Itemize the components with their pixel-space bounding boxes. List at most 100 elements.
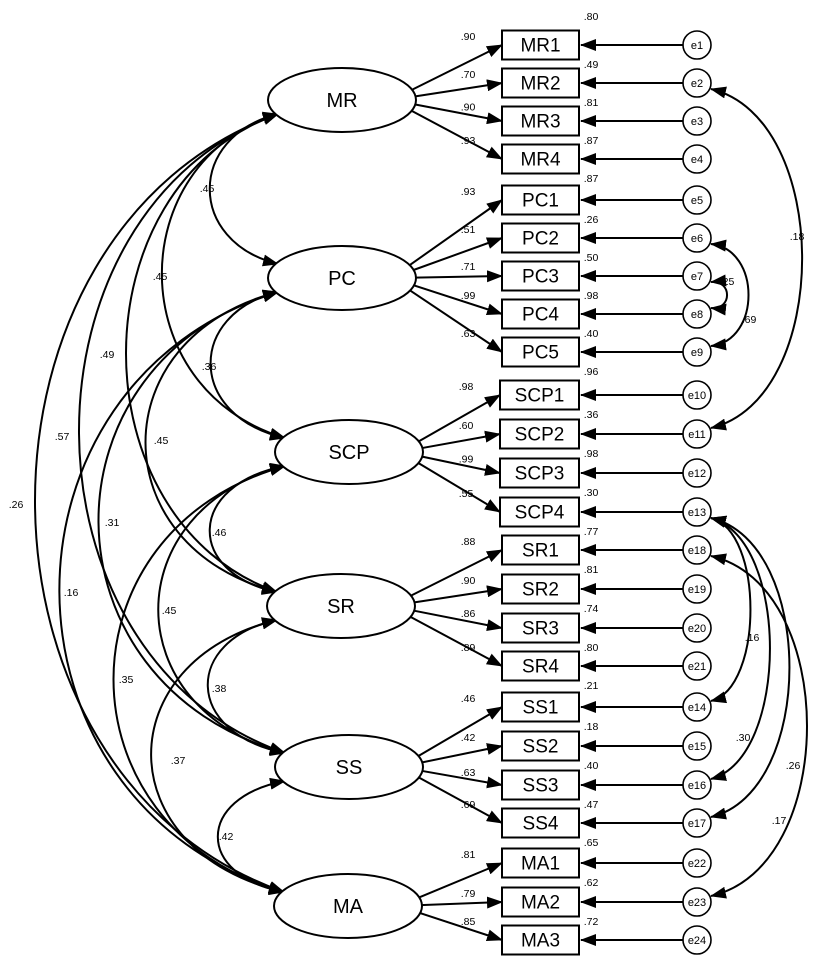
- correlation-mr-pc: [208, 111, 279, 267]
- indicator-label: SCP4: [515, 503, 565, 524]
- latent-label: PC: [328, 268, 356, 290]
- correlation-ss-ma: [217, 777, 286, 896]
- indicator-label: SCP3: [515, 464, 565, 485]
- loading-path-mr3: [407, 102, 503, 125]
- indicator-box-mr3: [501, 105, 580, 137]
- r-squared-value: .98: [584, 448, 599, 460]
- error-label: e22: [688, 858, 706, 870]
- indicator-label: MR2: [520, 74, 560, 95]
- latent-label: SCP: [328, 442, 369, 464]
- correlation-value: .49: [100, 349, 115, 361]
- indicator-label: SCP1: [515, 386, 565, 407]
- error-node-e9: [682, 337, 712, 367]
- correlation-value: .37: [171, 755, 186, 767]
- loading-value: .55: [459, 488, 474, 500]
- loading-path-ss1: [414, 706, 503, 759]
- r-squared-value: .40: [584, 760, 599, 772]
- loading-value: .69: [461, 799, 476, 811]
- indicator-box-mr2: [501, 67, 580, 99]
- r-squared-value: .18: [584, 721, 599, 733]
- correlation-value: .45: [153, 271, 168, 283]
- correlation-value: .38: [212, 683, 227, 695]
- indicator-box-ma3: [501, 924, 580, 956]
- error-label: e16: [688, 780, 706, 792]
- loading-path-ma1: [413, 862, 503, 901]
- indicator-label: PC1: [522, 191, 559, 212]
- loading-path-mr2: [407, 79, 503, 99]
- covariance-value: .16: [745, 632, 760, 644]
- error-label: e5: [691, 195, 703, 207]
- correlation-mr-ss: [78, 113, 286, 754]
- error-label: e1: [691, 40, 703, 52]
- indicator-label: MA1: [521, 854, 560, 875]
- correlation-sr-ss: [206, 617, 286, 756]
- loading-path-sr4: [406, 614, 503, 667]
- correlation-pc-ma: [58, 290, 285, 894]
- error-label: e17: [688, 818, 706, 830]
- error-covariance-e18-e23: [710, 553, 808, 899]
- indicator-box-mr1: [501, 29, 580, 61]
- loading-value: .93: [461, 186, 476, 198]
- error-node-e14: [682, 692, 712, 722]
- correlation-scp-ma: [112, 464, 286, 894]
- loading-value: .79: [461, 888, 476, 900]
- loading-path-mr4: [407, 107, 503, 160]
- indicator-label: SR1: [522, 541, 559, 562]
- error-label: e3: [691, 116, 703, 128]
- loading-path-ss2: [414, 743, 503, 765]
- correlation-mr-sr: [125, 113, 279, 593]
- r-squared-value: .50: [584, 252, 599, 264]
- latent-ellipse-mr: [267, 67, 417, 133]
- error-node-e24: [682, 925, 712, 955]
- indicator-box-pc2: [501, 222, 580, 254]
- error-label: e20: [688, 623, 706, 635]
- indicator-box-pc4: [501, 298, 580, 330]
- loading-path-ss3: [414, 768, 503, 789]
- indicator-box-sr1: [501, 534, 580, 566]
- error-node-e15: [682, 731, 712, 761]
- indicator-box-mr4: [501, 143, 580, 175]
- loading-path-sr3: [406, 608, 503, 631]
- correlation-value: .45: [162, 605, 177, 617]
- error-label: e10: [688, 390, 706, 402]
- latent-ellipse-ss: [274, 734, 424, 800]
- correlation-scp-ss: [157, 463, 286, 756]
- loading-path-pc1: [407, 199, 503, 268]
- error-covariance-e13-e16: [710, 516, 771, 781]
- loading-value: .90: [461, 102, 476, 114]
- error-node-e13: [682, 497, 712, 527]
- error-label: e15: [688, 741, 706, 753]
- loading-path-sr1: [406, 549, 503, 599]
- r-squared-value: .36: [584, 409, 599, 421]
- error-node-e22: [682, 848, 712, 878]
- indicator-label: MA2: [521, 893, 560, 914]
- indicator-label: PC5: [522, 343, 559, 364]
- indicator-box-pc5: [501, 336, 580, 368]
- error-node-e11: [682, 419, 712, 449]
- correlation-value: .45: [200, 183, 215, 195]
- r-squared-value: .21: [584, 680, 599, 692]
- loading-value: .93: [461, 135, 476, 147]
- correlation-mr-scp: [160, 112, 286, 440]
- error-node-e7: [682, 261, 712, 291]
- loading-value: .86: [461, 608, 476, 620]
- error-node-e18: [682, 535, 712, 565]
- error-label: e7: [691, 271, 703, 283]
- loading-value: .89: [461, 642, 476, 654]
- latent-label: MA: [333, 896, 364, 918]
- indicator-label: SR2: [522, 580, 559, 601]
- error-covariance-e6-e9: [710, 239, 750, 351]
- r-squared-value: .72: [584, 916, 599, 928]
- indicator-label: SCP2: [515, 425, 565, 446]
- correlation-value: .16: [64, 587, 79, 599]
- r-squared-value: .74: [584, 603, 599, 615]
- indicator-box-sr3: [501, 612, 580, 644]
- error-label: e19: [688, 584, 706, 596]
- latent-label: SS: [336, 757, 363, 779]
- indicator-label: SS3: [523, 776, 559, 797]
- error-node-e8: [682, 299, 712, 329]
- r-squared-value: .65: [584, 837, 599, 849]
- error-node-e6: [682, 223, 712, 253]
- error-node-e10: [682, 380, 712, 410]
